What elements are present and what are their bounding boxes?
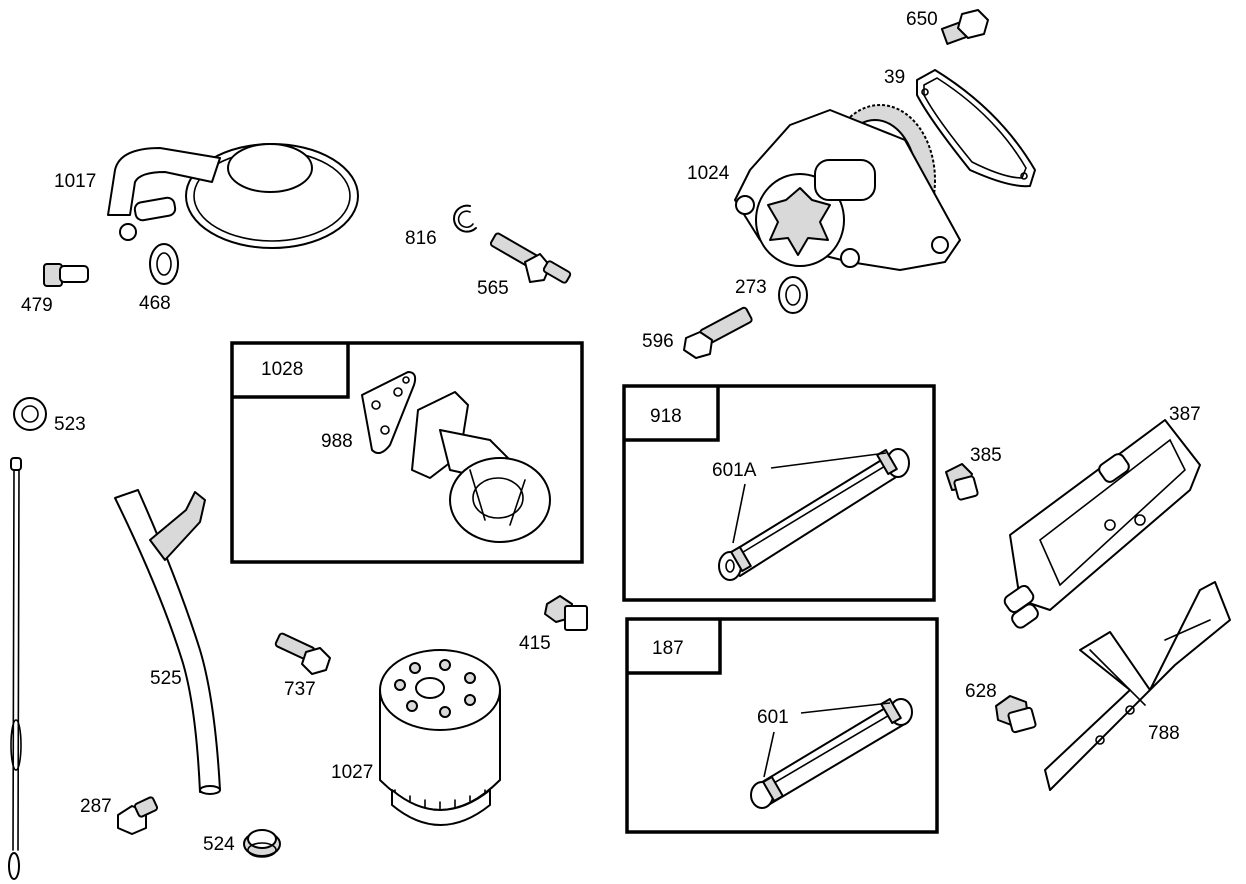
callout-1024: 1024 [687, 163, 730, 184]
callout-788: 788 [1148, 723, 1180, 744]
part-387-oil-cooler [1003, 419, 1201, 629]
callout-1027: 1027 [331, 762, 373, 783]
callout-479: 479 [21, 295, 53, 316]
callout-1017: 1017 [54, 171, 96, 192]
callout-737: 737 [284, 679, 316, 700]
callout-525: 525 [150, 668, 182, 689]
callout-287: 287 [80, 796, 112, 817]
callout-628: 628 [965, 681, 997, 702]
part-468-washer [149, 243, 179, 285]
part-601-tube [750, 697, 913, 809]
part-1027-oil-filter [379, 649, 501, 826]
part-415-plug [544, 595, 588, 631]
kit-label-1028: 1028 [261, 359, 303, 380]
leader-lines [732, 452, 891, 778]
kit-box-187: 187 [625, 617, 939, 834]
kit-box-1028: 1028 [230, 341, 584, 564]
callout-601A: 601A [712, 460, 757, 481]
part-737-bolt [274, 632, 331, 675]
part-601A-tube [718, 448, 910, 581]
callout-524: 524 [203, 834, 235, 855]
part-1017-oil-pickup [107, 143, 359, 249]
callout-650: 650 [906, 9, 938, 30]
part-650-bolt [940, 9, 989, 45]
part-596-bolt [683, 306, 753, 359]
callout-385: 385 [970, 445, 1002, 466]
part-788-bracket [1044, 581, 1231, 791]
kit-box-918: 918 [622, 384, 936, 602]
part-524-plug [243, 829, 281, 858]
callout-415: 415 [519, 633, 551, 654]
part-273-washer [778, 276, 808, 314]
part-287-bolt [117, 796, 159, 835]
part-1028-filter-adapter [411, 391, 551, 543]
part-525-dipstick-tube [114, 489, 221, 795]
part-523-dipstick [8, 397, 47, 880]
callout-468: 468 [139, 293, 171, 314]
callout-816: 816 [405, 228, 437, 249]
callout-988: 988 [321, 431, 353, 452]
kit-label-187: 187 [652, 638, 684, 659]
part-628-plug [995, 695, 1037, 734]
callout-523: 523 [54, 414, 86, 435]
callout-273: 273 [735, 277, 767, 298]
part-988-gasket [361, 371, 417, 455]
part-1024-oil-pump [734, 104, 961, 271]
part-565-stud [489, 232, 572, 284]
callout-601: 601 [757, 707, 789, 728]
part-816-snap-ring [452, 204, 477, 233]
callout-387: 387 [1169, 404, 1201, 425]
callout-labels: 650 39 1024 1017 816 565 479 468 273 596… [21, 9, 1201, 855]
part-479-fitting [43, 263, 89, 287]
callout-596: 596 [642, 331, 674, 352]
callout-39: 39 [884, 67, 905, 88]
kit-label-918: 918 [650, 406, 682, 427]
callout-565: 565 [477, 278, 509, 299]
part-385-fitting [945, 463, 979, 501]
part-39-gasket [916, 69, 1036, 188]
